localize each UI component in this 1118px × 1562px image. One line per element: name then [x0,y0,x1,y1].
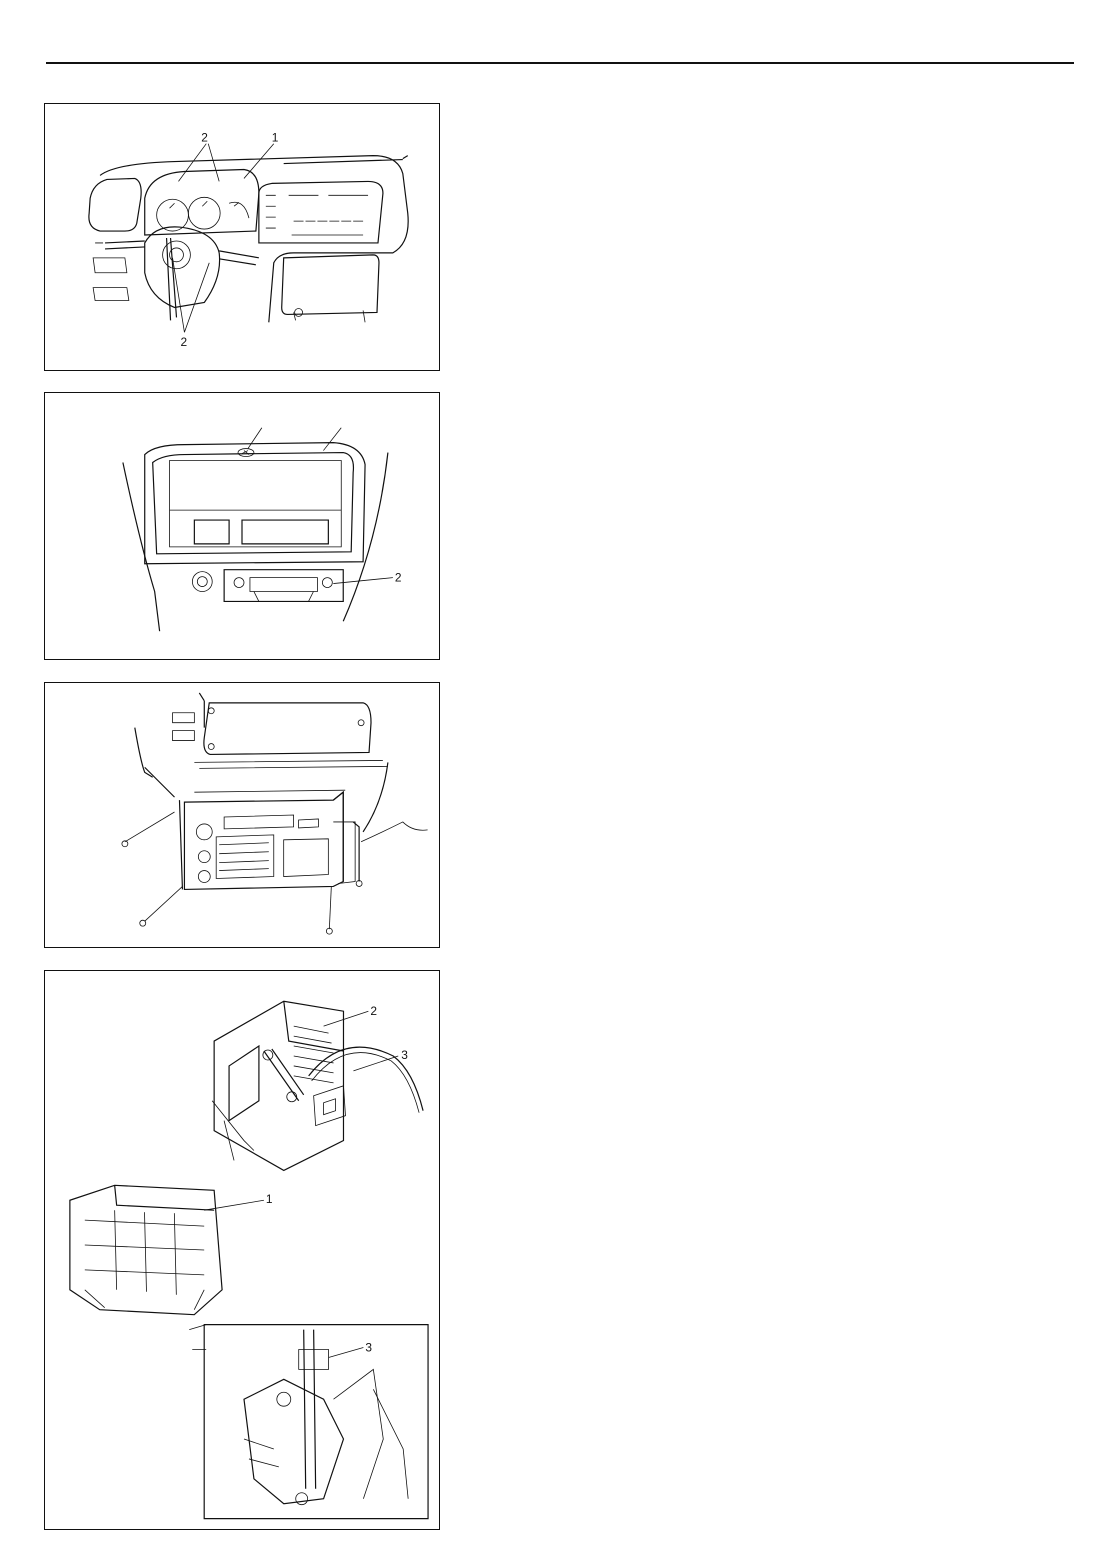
callout-1: 1 [272,131,279,145]
callout-3-inset: 3 [365,1340,372,1354]
heater-unit-cable-illustration: 2 3 1 3 [45,971,439,1529]
figure-heater-unit: 2 3 1 3 [44,970,440,1530]
callout-2: 2 [370,1004,377,1018]
instrument-panel-illustration: 2 1 2 [45,104,439,370]
callout-2: 2 [395,571,402,585]
callout-1: 1 [266,1192,273,1206]
figure-instrument-panel: 2 1 2 [44,103,440,371]
callout-2-top: 2 [201,131,208,145]
audio-unit-removal-illustration [45,683,439,947]
callout-3: 3 [401,1048,408,1062]
figure-audio-unit [44,682,440,948]
figure-center-bezel: 2 [44,392,440,660]
header-rule [46,62,1074,64]
center-bezel-illustration: 2 [45,393,439,659]
callout-2-bottom: 2 [180,335,187,349]
